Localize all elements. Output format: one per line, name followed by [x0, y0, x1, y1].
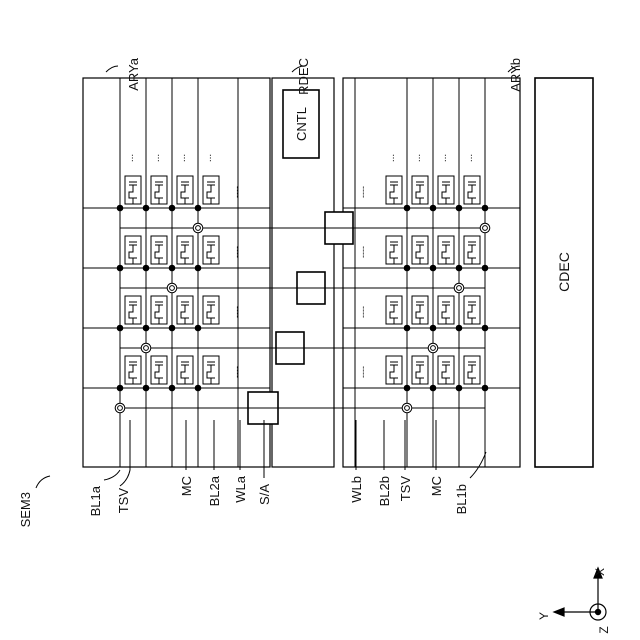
junction-b-2-0 [404, 325, 410, 331]
junction-a-2-3 [195, 325, 201, 331]
junction-a-3-2 [169, 385, 175, 391]
label-sa: S/A [257, 484, 272, 505]
ellipsis-row-a-3: ---- [232, 366, 242, 378]
ellipsis-row-b-0: ---- [358, 186, 368, 198]
junction-b-0-1 [430, 205, 436, 211]
label-arya: ARYa [126, 57, 141, 91]
ellipsis-col-b-0: ... [386, 154, 397, 162]
axis-y-label: Y [537, 612, 551, 620]
junction-a-1-0 [117, 265, 123, 271]
junction-a-1-1 [143, 265, 149, 271]
junction-b-1-1 [430, 265, 436, 271]
junction-a-2-2 [169, 325, 175, 331]
junction-b-3-2 [456, 385, 462, 391]
junction-b-0-3 [482, 205, 488, 211]
label-rdec: RDEC [296, 58, 311, 95]
label-mc-left: MC [179, 476, 194, 496]
tsv-outer-5 [454, 283, 464, 293]
junction-a-0-3 [195, 205, 201, 211]
ellipsis-row-a-0: ---- [232, 186, 242, 198]
junction-a-3-1 [143, 385, 149, 391]
junction-b-1-0 [404, 265, 410, 271]
junction-a-0-2 [169, 205, 175, 211]
label-bl1a: BL1a [88, 485, 103, 516]
junction-b-1-3 [482, 265, 488, 271]
junction-a-2-1 [143, 325, 149, 331]
label-bl2a: BL2a [207, 475, 222, 506]
junction-b-0-0 [404, 205, 410, 211]
tsv-outer-7 [402, 403, 412, 413]
ellipsis-col-b-2: ... [438, 154, 449, 162]
label-cdec: CDEC [556, 252, 572, 292]
junction-a-1-3 [195, 265, 201, 271]
junction-a-3-3 [195, 385, 201, 391]
label-tsv-right: TSV [398, 476, 413, 502]
label-cntl: CNTL [294, 107, 309, 141]
label-wla: WLa [233, 475, 248, 503]
axis-x-label: X [593, 568, 607, 576]
junction-a-0-1 [143, 205, 149, 211]
junction-b-2-3 [482, 325, 488, 331]
ellipsis-row-b-2: ---- [358, 306, 368, 318]
label-wlb: WLb [349, 476, 364, 503]
junction-a-1-2 [169, 265, 175, 271]
ellipsis-col-b-3: ... [464, 154, 475, 162]
junction-b-0-2 [456, 205, 462, 211]
axis-z-label: Z [597, 626, 611, 633]
junction-a-3-0 [117, 385, 123, 391]
ellipsis-col-a-0: ... [125, 154, 136, 162]
array-a-block [83, 78, 270, 467]
ellipsis-row-a-2: ---- [232, 306, 242, 318]
junction-a-0-0 [117, 205, 123, 211]
junction-b-3-3 [482, 385, 488, 391]
junction-b-1-2 [456, 265, 462, 271]
label-bl1b: BL1b [454, 484, 469, 514]
ellipsis-col-a-1: ... [151, 154, 162, 162]
tsv-outer-1 [167, 283, 177, 293]
tsv-outer-4 [480, 223, 490, 233]
array-b-block [343, 78, 520, 467]
junction-a-2-0 [117, 325, 123, 331]
tsv-outer-2 [141, 343, 151, 353]
ellipsis-row-a-1: ---- [232, 246, 242, 258]
junction-b-3-0 [404, 385, 410, 391]
label-bl2b: BL2b [377, 476, 392, 506]
label-aryb: ARYb [508, 58, 523, 92]
tsv-outer-3 [115, 403, 125, 413]
junction-b-2-1 [430, 325, 436, 331]
tsv-outer-0 [193, 223, 203, 233]
label-sem3: SEM3 [18, 492, 33, 527]
junction-b-2-2 [456, 325, 462, 331]
label-tsv-left: TSV [116, 488, 131, 514]
ellipsis-col-a-2: ... [177, 154, 188, 162]
junction-b-3-1 [430, 385, 436, 391]
label-mc-right: MC [429, 476, 444, 496]
tsv-outer-6 [428, 343, 438, 353]
ellipsis-row-b-1: ---- [358, 246, 368, 258]
ellipsis-col-a-3: ... [203, 154, 214, 162]
ellipsis-col-b-1: ... [412, 154, 423, 162]
ellipsis-row-b-3: ---- [358, 366, 368, 378]
